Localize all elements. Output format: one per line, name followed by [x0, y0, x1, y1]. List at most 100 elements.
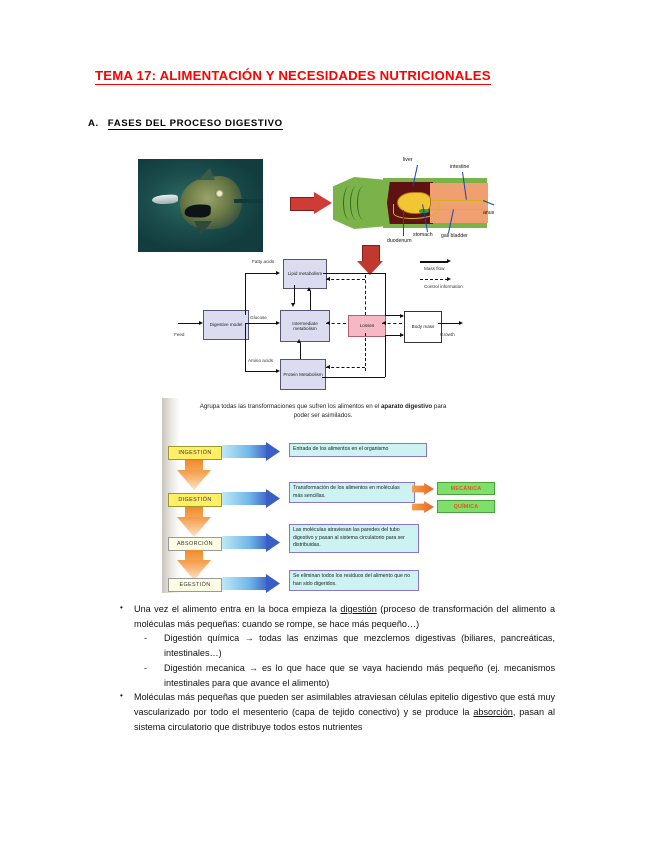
control-edge-losses-body — [382, 323, 402, 324]
phase-arrow-head-3 — [266, 533, 280, 552]
phase-description-egestion: Se eliminan todos los residuos del alime… — [289, 570, 419, 592]
gill-arc-2-icon — [350, 186, 363, 220]
predator-fish-shape — [177, 173, 245, 233]
section-title: FASES DEL PROCESO DIGESTIVO — [107, 118, 283, 130]
digestion-intro-text: Agrupa todas las transformaciones que su… — [192, 402, 454, 421]
edge-amino-arrowhead — [276, 368, 280, 373]
node-intermediate-metabolism: Intermediate metabolism — [280, 310, 330, 342]
control-edge-protein-horz — [326, 367, 365, 368]
section-letter: A. — [88, 118, 99, 129]
gill-arc-3-icon — [357, 186, 370, 220]
sub-list-1: - Digestión química → todas las enzimas … — [118, 631, 555, 690]
edge-lipid-to-body — [323, 273, 385, 274]
edge-feed — [178, 323, 200, 324]
phase-box-absorcion: ABSORCIÓN — [168, 537, 222, 551]
bullet-marker: • — [120, 691, 123, 701]
control-edge-lipid-horz — [326, 279, 365, 280]
page-title: TEMA 17: ALIMENTACIÓN Y NECESIDADES NUTR… — [95, 68, 595, 85]
control-edge-arrowhead-1 — [326, 320, 330, 325]
down-arrow-head — [177, 560, 211, 580]
arrow-head — [314, 192, 332, 214]
flow-label-growth: Growth — [440, 332, 455, 337]
sub-item-1: - Digestión química → todas las enzimas … — [118, 631, 555, 660]
control-edge-arrowhead-3 — [326, 276, 330, 281]
body-text: • Una vez el alimento entra en la boca e… — [118, 602, 555, 734]
down-arrow-2-icon — [177, 507, 211, 537]
legend-label-control-information: Control information — [424, 284, 463, 289]
fish-anatomy-diagram: liver intestine anus stomach gall bladde… — [331, 152, 498, 252]
down-arrow-head — [177, 517, 211, 537]
phase-arrow-body-2 — [222, 492, 268, 505]
control-edge-protein-losses — [365, 333, 366, 371]
phase-arrow-head-4 — [266, 574, 280, 593]
edge-growth-arrowhead — [459, 320, 463, 325]
sub-bullet-marker: - — [144, 633, 148, 644]
edge-lipid-vert — [245, 273, 246, 315]
control-edge-intermediate-losses — [326, 323, 346, 324]
edge-protein-to-body-arrowhead — [400, 332, 404, 337]
type-box-quimica: QUÍMICA — [437, 500, 495, 513]
node-digestive-model: Digestive model — [203, 310, 249, 340]
type-arrow-quimica-icon — [412, 501, 434, 513]
edge-glucose — [245, 323, 277, 324]
dorsal-fin-shape — [198, 168, 215, 180]
phase-description-ingestion: Entrada de los alimentos en el organismo — [289, 443, 427, 457]
edge-amino-vert — [245, 323, 246, 371]
edge-feed-arrowhead — [199, 320, 203, 325]
prey-fish-shape — [151, 194, 179, 205]
fish-eye — [214, 188, 225, 199]
bullet-1-post: (proceso de transformación del alimento … — [134, 604, 556, 629]
edge-protein-to-body-join — [385, 335, 403, 336]
phase-description-absorcion: Las moléculas atraviesan las paredes del… — [289, 524, 419, 553]
node-body-mass: Body mass — [404, 311, 442, 343]
sub-item-2-text: Digestión mecanica → es lo que hace que … — [164, 662, 555, 688]
edge-lipid-to-body-vert — [385, 273, 386, 315]
bullet-1-pre: Una vez el alimento entra en la boca emp… — [134, 604, 341, 614]
control-edge-lipid-losses — [365, 275, 366, 315]
legend-control-line — [420, 279, 448, 280]
gill-arc-1-icon — [343, 186, 356, 220]
edge-lipid-down-arrowhead — [291, 303, 296, 307]
intro-part-1: Agrupa todas las transformaciones que su… — [199, 403, 381, 410]
phase-description-digestion: Transformación de los alimentos en moléc… — [289, 482, 415, 504]
bullet-text-1: Una vez el alimento entra en la boca emp… — [134, 602, 555, 631]
edge-lipid-to-body-arrowhead — [400, 314, 404, 318]
down-arrow-1-icon — [177, 460, 211, 490]
phase-arrow-body-3 — [222, 536, 268, 549]
bile-duct-shape — [393, 204, 439, 219]
phase-box-egestion: EGESTIÓN — [168, 578, 222, 592]
control-edge-arrowhead-2 — [382, 320, 386, 325]
edge-intermediate-up — [310, 291, 311, 310]
phase-box-digestion: DIGESTIÓN — [168, 493, 222, 507]
flow-label-fatty-acids: Fatty acids — [252, 259, 275, 264]
phase-arrow-head-2 — [266, 489, 280, 508]
section-heading: A. FASES DEL PROCESO DIGESTIVO — [88, 118, 283, 130]
sub-item-2: - Digestión mecanica → es lo que hace qu… — [118, 661, 555, 690]
bioenergetic-flowchart: Feed Digestive model Lipid metabolism Fa… — [172, 245, 472, 393]
edge-protein-up — [300, 343, 301, 359]
gut-region-shape — [430, 183, 488, 223]
flow-label-amino-acids: Amino acids — [248, 358, 274, 363]
phase-box-ingestion: INGESTIÓN — [168, 446, 222, 460]
flow-label-glucose: Glucose — [250, 315, 267, 320]
bullet-item-2: • Moléculas más pequeñas que pueden ser … — [118, 690, 555, 734]
down-arrow-head — [177, 470, 211, 490]
bullet-marker: • — [120, 603, 123, 612]
legend-mass-flow-line — [420, 261, 448, 263]
control-edge-arrowhead-4 — [326, 364, 330, 369]
type-box-mecanica: MECÁNICA — [437, 482, 495, 495]
node-protein-metabolism: Protein Metabolism — [280, 359, 326, 390]
intro-part-2: para poder ser asimilados. — [293, 403, 447, 420]
phase-arrow-body-4 — [222, 577, 268, 590]
down-arrow-shaft — [185, 550, 203, 562]
fish-tail-shape — [234, 199, 263, 203]
red-arrow-down-icon — [357, 245, 383, 275]
red-arrow-right-icon — [290, 192, 332, 214]
leader-line-duodenum — [403, 210, 404, 236]
bullet-1-underlined-term: digestión — [340, 604, 377, 614]
flow-label-feed: Feed — [174, 332, 185, 337]
edge-intermediate-up-arrowhead — [307, 287, 312, 291]
down-arrow-3-icon — [177, 550, 211, 580]
label-duodenum: duodenum — [387, 238, 412, 244]
